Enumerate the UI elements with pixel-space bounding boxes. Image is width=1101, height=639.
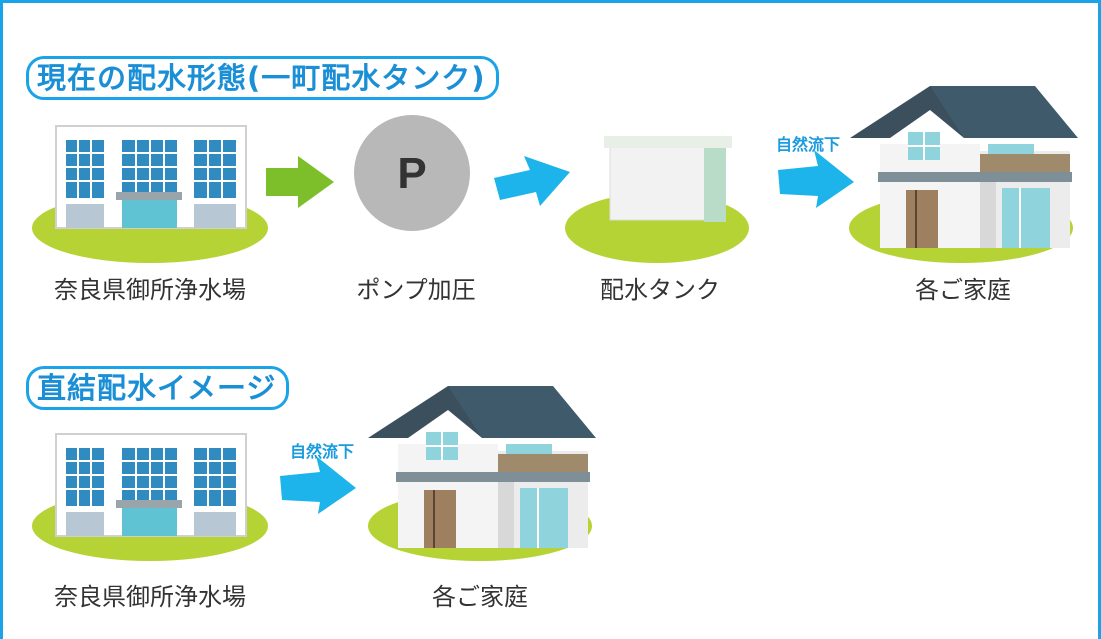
water-plant-icon [55, 433, 247, 537]
gravity-flow-label: 自然流下 [775, 135, 841, 154]
pump-symbol: P [397, 149, 426, 198]
arrow-right-icon [266, 156, 334, 208]
pump-icon [354, 115, 470, 231]
section-title-current: 現在の配水形態(一町配水タンク) [26, 56, 499, 100]
caption-house: 各ご家庭 [915, 276, 1011, 304]
tank-icon [604, 136, 732, 222]
house-icon [367, 385, 597, 549]
water-plant-icon [55, 125, 247, 229]
caption-water-plant: 奈良県御所浄水場 [54, 583, 246, 611]
arrow-right-icon [280, 456, 356, 514]
gravity-flow-label: 自然流下 [289, 442, 355, 461]
arrow-right-icon [778, 150, 854, 208]
house-icon [849, 85, 1079, 249]
caption-water-plant: 奈良県御所浄水場 [54, 276, 246, 304]
section-title-direct: 直結配水イメージ [26, 366, 290, 410]
caption-pump: ポンプ加圧 [356, 276, 476, 304]
caption-tank: 配水タンク [600, 276, 720, 304]
caption-house: 各ご家庭 [432, 583, 528, 611]
arrow-right-icon [494, 156, 570, 206]
